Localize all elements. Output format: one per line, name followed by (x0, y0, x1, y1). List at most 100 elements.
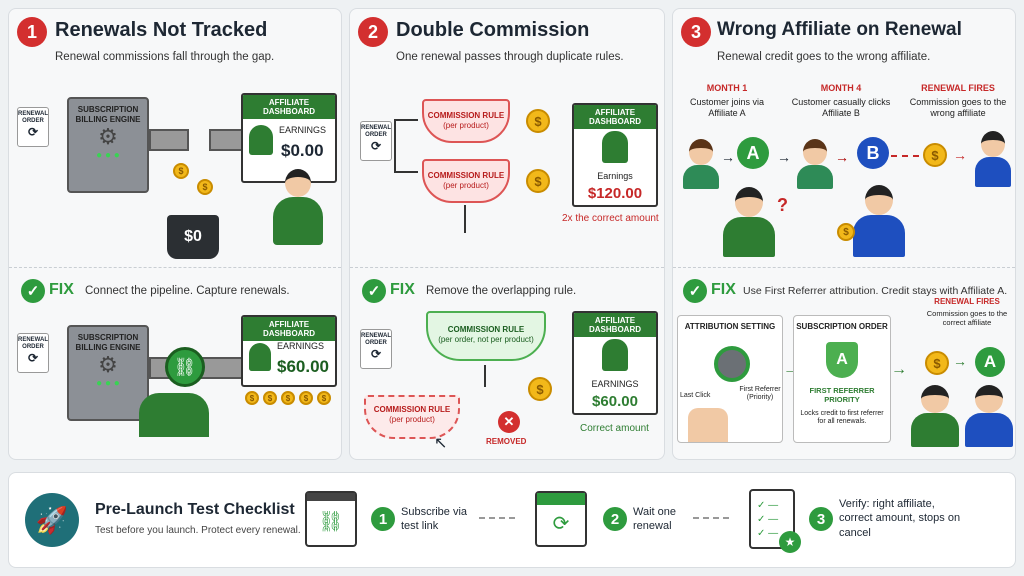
dashed-arrow (693, 517, 729, 519)
status-lights: ● ● ● (96, 378, 120, 390)
renewal-order-label: RENEWAL ORDER (18, 337, 48, 351)
renewal-order-doc: RENEWAL ORDER ⟳ (17, 333, 49, 373)
fix-label: FIX (390, 281, 415, 298)
customer-person (797, 139, 833, 189)
arrow-icon: → (777, 149, 791, 165)
rule-title: COMMISSION RULE (373, 405, 451, 414)
refresh-icon: ⟳ (27, 351, 39, 366)
renewal-order-label: RENEWAL ORDER (18, 111, 48, 125)
rule-subtitle: (per order, not per product) (438, 334, 534, 344)
step-2-badge: 2 (603, 507, 627, 531)
subscription-order-card: SUBSCRIPTION ORDER A FIRST REFERRER PRIO… (793, 315, 891, 443)
pre-launch-checklist: 🚀 Pre-Launch Test Checklist Test before … (8, 472, 1016, 568)
split-arrow (394, 119, 418, 173)
affiliate-avatar-icon (602, 131, 628, 163)
rule-subtitle: (per product) (443, 180, 489, 190)
timeline-step-renewal: RENEWAL FIRES Commission goes to the wro… (903, 83, 1013, 118)
dollar-coin-icon: $ (923, 143, 947, 167)
wrong-affiliate-person (975, 131, 1011, 187)
gear-icon: ⚙ (98, 124, 118, 150)
earnings-value: $60.00 (277, 357, 329, 376)
rule-subtitle: (per product) (443, 120, 489, 130)
step-number-badge: 3 (681, 17, 711, 47)
billing-engine-label: SUBSCRIPTION BILLING ENGINE (75, 333, 141, 352)
falling-coin: $ (173, 163, 189, 179)
status-lights: ● ● ● (96, 150, 120, 162)
refresh-icon: ⟳ (27, 125, 39, 140)
affiliate-dashboard-card: AFFILIATE DASHBOARD EARNINGS $60.00 (572, 311, 658, 415)
pipe-right (209, 129, 245, 151)
removed-rule-funnel: COMMISSION RULE (per product) (364, 395, 460, 439)
refresh-icon: ⟳ (370, 347, 382, 362)
affiliate-dashboard-monitor: AFFILIATE DASHBOARD EARNINGS $60.00 (241, 315, 337, 387)
panel-renewals-not-tracked: 1 Renewals Not Tracked Renewal commissio… (8, 8, 342, 460)
panel-title: Wrong Affiliate on Renewal (717, 19, 962, 40)
timeline-step-month4: MONTH 4 Customer casually clicks Affilia… (791, 83, 891, 118)
bucket: $0 (167, 215, 219, 259)
step-heading: RENEWAL FIRES (921, 83, 995, 93)
earnings-value: $0.00 (281, 141, 324, 160)
panel-title: Double Commission (396, 19, 590, 41)
pipe-left (149, 129, 189, 151)
shield-letter: A (836, 351, 848, 368)
step-number-badge: 1 (17, 17, 47, 47)
fix-label: FIX (49, 281, 74, 298)
fix-text: Remove the overlapping rule. (426, 285, 577, 297)
commission-rule-funnel-1: COMMISSION RULE (per product) (422, 99, 510, 143)
affiliate-a-person (723, 187, 775, 257)
checkmark-icon: ✓ (362, 279, 386, 303)
fix-text: Connect the pipeline. Capture renewals. (85, 285, 290, 297)
arrow-icon: → (953, 353, 967, 369)
step-1-text: Subscribe via test link (401, 506, 468, 533)
earnings-label: EARNINGS (277, 341, 325, 351)
customer-person (683, 139, 719, 189)
dashed-arrow (479, 517, 515, 519)
hand-icon (688, 408, 728, 442)
attribution-setting-card: ATTRIBUTION SETTING Last Click First Ref… (677, 315, 783, 443)
earnings-label: Earnings (597, 171, 633, 181)
arrow-icon: → (891, 361, 907, 378)
dollar-coin-icon: $ (837, 223, 855, 241)
step-text: Customer casually clicks Affiliate B (791, 96, 891, 118)
renewal-order-label: RENEWAL ORDER (361, 125, 391, 139)
step-3-badge: 3 (809, 507, 833, 531)
billing-engine-label: SUBSCRIPTION BILLING ENGINE (75, 105, 141, 124)
remove-icon: ✕ (498, 411, 520, 433)
step-1-badge: 1 (371, 507, 395, 531)
correct-amount-note: Correct amount (580, 423, 649, 434)
step-text: Commission goes to the wrong affiliate (909, 96, 1007, 118)
pipe-coupling: ⛓ (165, 347, 205, 387)
dashed-arrow (891, 155, 919, 157)
clipboard-checklist-icon: ✓ —✓ —✓ — (749, 489, 795, 549)
dashboard-header: AFFILIATE DASHBOARD (243, 95, 335, 119)
panel-title: Renewals Not Tracked (55, 19, 268, 41)
panel-subtitle: One renewal passes through duplicate rul… (396, 51, 624, 63)
renewal-heading: RENEWAL FIRES (934, 297, 1000, 306)
step-2-text: Wait one renewal (633, 506, 677, 533)
earnings-value: $120.00 (587, 185, 643, 202)
renewal-order-label: RENEWAL ORDER (361, 333, 391, 347)
panel-divider (673, 267, 1015, 268)
billing-engine-machine: SUBSCRIPTION BILLING ENGINE ⚙ ● ● ● (67, 97, 149, 193)
rule-title: COMMISSION RULE (447, 325, 525, 334)
attribution-title: ATTRIBUTION SETTING (684, 322, 776, 331)
dollar-coin-icon: $ (925, 351, 949, 375)
order-title: SUBSCRIPTION ORDER (796, 322, 888, 331)
affiliate-avatar-icon (249, 125, 273, 155)
checklist-title: Pre-Launch Test Checklist (95, 501, 295, 518)
fix-text: Use First Referrer attribution. Credit s… (743, 285, 1008, 297)
panel-wrong-affiliate: 3 Wrong Affiliate on Renewal Renewal cre… (672, 8, 1016, 460)
rule-subtitle: (per product) (389, 414, 435, 424)
badge-letter: A (746, 142, 760, 163)
rocket-icon: 🚀 (25, 493, 79, 547)
dashboard-header: AFFILIATE DASHBOARD (574, 313, 656, 337)
refresh-icon: ⟳ (370, 139, 382, 154)
affiliate-dashboard-card: AFFILIATE DASHBOARD Earnings $120.00 (572, 103, 658, 207)
coin-stream: $ $ $ $ $ (245, 391, 331, 405)
affiliate-avatar-icon (602, 339, 628, 371)
arrow-icon: → (721, 149, 735, 165)
earnings-label: EARNINGS (279, 125, 327, 135)
billing-engine-machine: SUBSCRIPTION BILLING ENGINE ⚙ ● ● ● (67, 325, 149, 421)
order-heading: FIRST REFERRER PRIORITY (809, 386, 875, 404)
renewal-text: Commission goes to the correct affiliate (926, 308, 1008, 327)
